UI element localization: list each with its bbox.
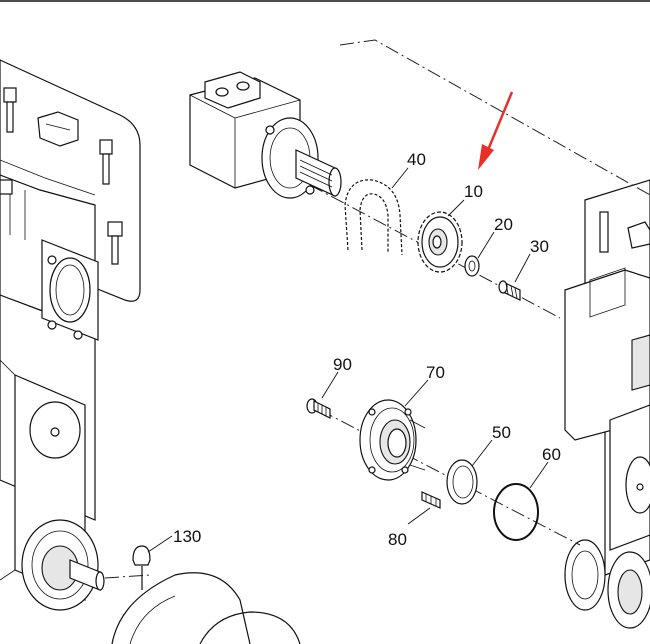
arrowhead-icon [478, 144, 494, 170]
red-pointer-arrow [478, 91, 514, 170]
callout-90: 90 [333, 355, 352, 374]
callout-10: 10 [464, 182, 483, 201]
callout-20: 20 [494, 215, 513, 234]
callout-labels: 40 10 20 30 90 70 50 60 80 130 [173, 150, 561, 549]
bolt-part-90 [306, 398, 331, 419]
right-frame-assembly [564, 179, 650, 629]
o-ring-part-60 [493, 483, 539, 541]
grease-nipple-part-80 [421, 491, 441, 509]
chain-part-40 [344, 179, 403, 256]
reel-drum [111, 572, 301, 644]
leader-lines [147, 167, 549, 553]
callout-60: 60 [542, 445, 561, 464]
callout-30: 30 [530, 237, 549, 256]
sprocket-part-10 [417, 211, 463, 273]
bolt-part-30 [498, 280, 521, 301]
hydraulic-motor [189, 71, 342, 199]
cap-nut-part-130 [132, 545, 151, 590]
callout-40: 40 [407, 150, 426, 169]
bearing-housing-part-70 [359, 399, 426, 481]
seal-ring-part-50 [446, 459, 478, 505]
callout-80: 80 [388, 530, 407, 549]
callout-130: 130 [173, 527, 201, 546]
callout-70: 70 [426, 363, 445, 382]
callout-50: 50 [492, 423, 511, 442]
left-frame-assembly [0, 59, 141, 611]
washer-part-20 [464, 255, 480, 277]
